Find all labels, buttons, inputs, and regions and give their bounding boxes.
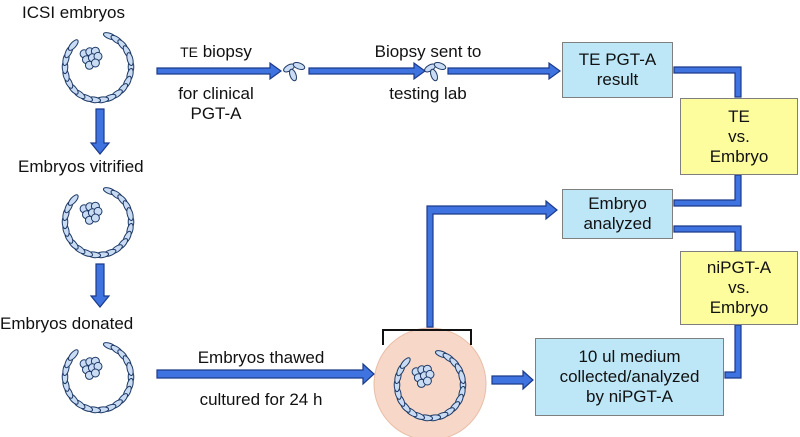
embryo-analyzed-box: Embryo analyzed: [562, 189, 673, 239]
cultured-label: cultured for 24 h: [199, 390, 323, 409]
arrow-icon: [308, 61, 427, 81]
box-line: 10 ul medium: [578, 347, 681, 366]
blastocyst-icon: [61, 32, 135, 104]
blastocyst-icon: [393, 350, 467, 422]
box-line: TE PGT-A: [578, 50, 657, 69]
trophectoderm-cell: [458, 370, 466, 385]
box-line: analyzed: [583, 214, 652, 233]
for-clinical-label: for clinical: [178, 84, 254, 103]
vitrified-label: Embryos vitrified: [18, 157, 144, 176]
connector-line: [673, 225, 742, 252]
sampling-bracket: [382, 329, 472, 345]
arrow-icon: [156, 61, 283, 81]
arrow-icon: [491, 369, 534, 391]
box-line: vs.: [728, 126, 750, 146]
box-line: TE: [728, 106, 750, 126]
box-line: collected/analyzed: [559, 367, 700, 386]
inner-cell-mass-cell: [90, 368, 100, 378]
box-line: vs.: [728, 278, 750, 297]
box-line: Embryo: [588, 194, 647, 213]
biopsy-cell: [433, 62, 447, 70]
box-line: Embryo: [709, 146, 769, 166]
arrow-icon: [447, 61, 562, 81]
biopsy-cells-icon: [283, 62, 306, 82]
box-line: by niPGT-A: [586, 387, 673, 406]
blastocyst-icon: [61, 187, 135, 259]
inner-cell-mass-cell: [90, 58, 100, 68]
connector-line: [673, 66, 742, 98]
trophectoderm-cell: [67, 194, 79, 206]
trophectoderm-cell: [399, 357, 411, 369]
arrow-icon: [89, 263, 111, 308]
box-line: Embryo: [709, 298, 769, 317]
connector-line: [673, 174, 742, 207]
connector-line: [724, 324, 742, 379]
inner-cell-mass-cell: [422, 376, 432, 386]
trophectoderm-cell: [67, 349, 79, 361]
donated-label: Embryos donated: [0, 314, 134, 333]
medium-analysis-box: 10 ul medium collected/analyzed by niPGT…: [535, 338, 724, 416]
trophectoderm-cell: [67, 39, 79, 51]
biopsy-cell: [292, 62, 306, 70]
trophectoderm-cell: [126, 362, 134, 377]
te-pgta-result-box: TE PGT-A result: [562, 42, 673, 98]
te-vs-embryo-box: TE vs. Embryo: [680, 98, 798, 175]
biopsy-sent-label: Biopsy sent to: [374, 42, 482, 61]
biopsy-cell: [430, 68, 438, 82]
trophectoderm-cell: [126, 207, 134, 222]
arrow-icon: [89, 108, 111, 155]
nipgta-vs-embryo-box: niPGT-A vs. Embryo: [680, 251, 798, 325]
biopsy-cell: [289, 68, 297, 82]
thawed-label: Embryos thawed: [197, 348, 325, 367]
te-biopsy-label: TE biopsy: [180, 42, 252, 61]
testing-lab-label: testing lab: [389, 84, 467, 103]
trophectoderm-cell: [126, 52, 134, 67]
pgta-label: PGT-A: [190, 104, 242, 123]
arrow-icon: [156, 362, 375, 386]
biopsy-cells-icon: [424, 62, 447, 82]
box-line: niPGT-A: [706, 258, 772, 277]
icsi-embryos-label: ICSI embryos: [22, 3, 125, 22]
arrow-icon: [426, 199, 558, 328]
blastocyst-icon: [61, 342, 135, 414]
inner-cell-mass-cell: [90, 213, 100, 223]
box-line: result: [596, 70, 639, 89]
